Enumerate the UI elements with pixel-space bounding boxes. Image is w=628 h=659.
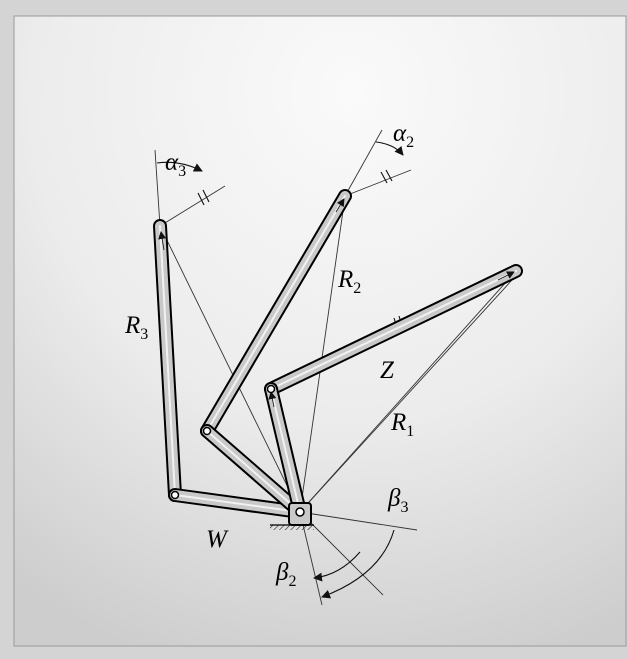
line-r1 <box>299 270 517 513</box>
label-alpha3: α3 <box>165 149 186 180</box>
link-arrows <box>158 198 515 408</box>
alpha2-arc <box>375 141 404 156</box>
diagram-panel <box>13 15 627 647</box>
angle-arcs <box>156 141 404 599</box>
links <box>153 189 523 519</box>
labels: α3 α2 R2 R3 Z R1 β3 W β2 <box>124 120 414 590</box>
joint-z-left <box>266 384 276 394</box>
alpha2-dir <box>344 169 412 197</box>
label-alpha2: α2 <box>393 120 414 151</box>
alpha3-arc <box>156 161 203 172</box>
label-r3: R3 <box>124 312 148 343</box>
line-r3 <box>159 225 301 513</box>
alpha2-ref <box>344 129 383 197</box>
label-beta2: β2 <box>275 559 296 590</box>
line-r2 <box>299 196 346 513</box>
ground-hatch <box>270 525 314 530</box>
label-r1: R1 <box>390 409 414 440</box>
label-beta3: β3 <box>387 485 408 516</box>
label-w: W <box>206 526 229 553</box>
joint-r2-bottom <box>202 426 212 436</box>
joint-base <box>295 507 305 517</box>
beta2-arc <box>313 551 361 582</box>
beta3-arc <box>321 529 395 599</box>
alpha3-dir <box>159 185 226 227</box>
alpha3-ref <box>154 149 161 227</box>
joints <box>170 384 305 517</box>
beta-ref-line <box>299 511 418 531</box>
joint-w-left <box>170 490 180 500</box>
label-r2: R2 <box>337 266 361 297</box>
line-r1-b <box>299 279 513 513</box>
label-z: Z <box>380 357 395 384</box>
